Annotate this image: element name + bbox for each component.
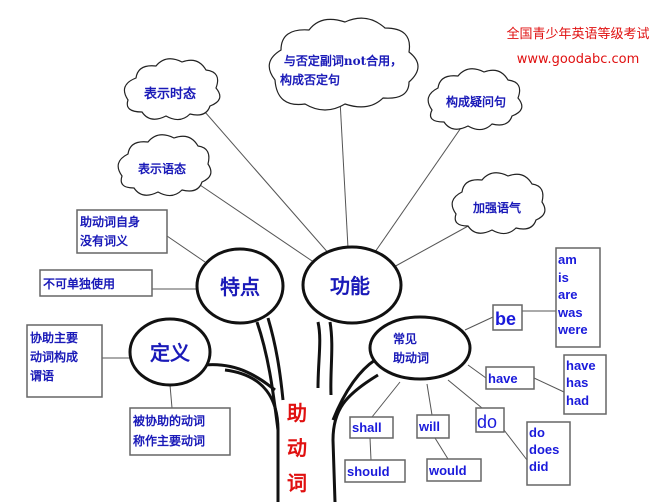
feature-text-1b: 没有词义 [80, 233, 129, 248]
have-label: have [488, 371, 518, 386]
feature-text-1a: 助动词自身 [80, 214, 140, 229]
cloud-emphasis: 加强语气 [451, 172, 546, 235]
function-tense-text: 表示时态 [143, 86, 196, 102]
definition-text-1a: 协助主要 [30, 330, 78, 345]
features-label: 特点 [220, 275, 260, 299]
function-negation-text-1: 与否定副词not合用， [284, 53, 402, 68]
definition-box-1 [26, 324, 103, 398]
watermark-title: 全国青少年英语等级考试 [506, 26, 649, 42]
definition-box-2 [129, 407, 231, 456]
feature-text-2: 不可单独使用 [43, 276, 115, 291]
should-label: should [347, 464, 390, 479]
features-node [195, 247, 285, 325]
definition-node [128, 317, 212, 387]
cloud-tense: 表示时态 [123, 58, 221, 121]
definition-label: 定义 [150, 341, 190, 365]
do-form: did [529, 459, 549, 474]
function-voice-text: 表示语态 [137, 161, 186, 176]
root-char: 词 [287, 471, 307, 495]
definition-text-1b: 动词构成 [30, 349, 78, 364]
would-box [426, 458, 482, 482]
common-aux-node [368, 315, 472, 381]
common-label-2: 助动词 [393, 350, 429, 365]
do-form: do [529, 425, 545, 440]
be-form: is [558, 270, 569, 285]
definition-text-1c: 谓语 [30, 368, 54, 383]
be-form: are [558, 287, 578, 302]
tree-trunk [204, 317, 379, 502]
do-box [475, 407, 505, 433]
do-forms-box [526, 421, 571, 486]
be-form: was [557, 305, 583, 320]
be-form: were [557, 322, 588, 337]
be-form: am [558, 252, 577, 267]
function-question-text: 构成疑问句 [446, 94, 506, 109]
have-form: had [566, 393, 589, 408]
should-box [344, 459, 406, 483]
will-label: will [418, 419, 440, 434]
definition-text-2b: 称作主要动词 [133, 433, 205, 448]
be-forms-box [555, 247, 601, 348]
be-box [492, 304, 523, 331]
common-label-1: 常见 [393, 331, 417, 346]
cloud-question: 构成疑问句 [427, 68, 523, 131]
will-box [416, 414, 450, 439]
feature-box-2 [39, 269, 153, 297]
have-form: have [566, 358, 596, 373]
watermark-url: www.goodabc.com [517, 52, 640, 67]
root-char: 动 [287, 436, 307, 460]
function-emphasis-text: 加强语气 [472, 200, 521, 215]
root-char: 助 [287, 401, 307, 425]
have-form: has [566, 375, 588, 390]
cloud-voice: 表示语态 [117, 134, 212, 197]
do-label: do [477, 412, 497, 432]
functions-label: 功能 [330, 274, 370, 298]
functions-node [301, 245, 403, 325]
cloud-negation: 与否定副词not合用， 构成否定句 [268, 17, 419, 111]
do-form: does [529, 442, 559, 457]
feature-box-1 [76, 209, 168, 254]
would-label: would [428, 463, 467, 478]
connector-lines [102, 99, 565, 461]
function-negation-text-2: 构成否定句 [280, 72, 340, 87]
have-box [485, 366, 535, 390]
shall-label: shall [352, 420, 382, 435]
have-forms-box [563, 354, 607, 415]
definition-text-2a: 被协助的动词 [133, 413, 205, 428]
be-label: be [495, 309, 516, 329]
shall-box [349, 416, 394, 439]
